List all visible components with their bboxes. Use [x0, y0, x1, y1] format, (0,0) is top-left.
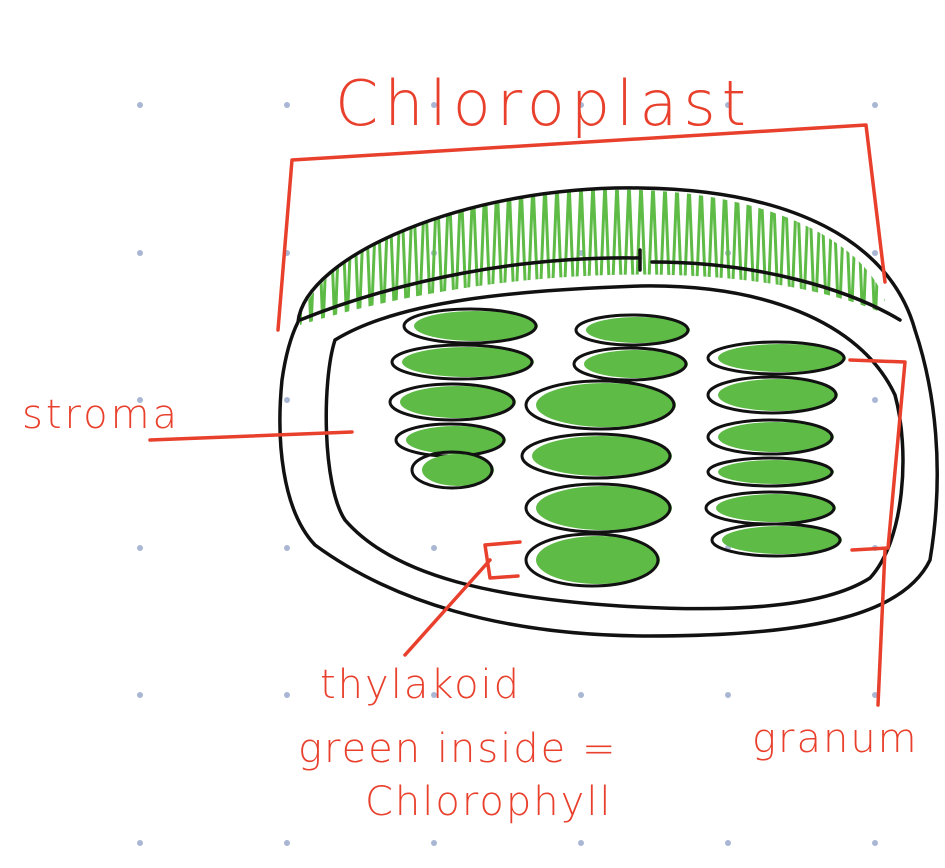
grid-dot: [725, 102, 731, 108]
hatch-stroke: [300, 189, 885, 325]
thylakoid-disc: [710, 522, 842, 558]
grid-dot: [431, 545, 437, 551]
grana-stacks: [388, 307, 846, 588]
thylakoid-disc: [410, 450, 494, 490]
grid-dot: [872, 250, 878, 256]
thylakoid-fill: [722, 526, 842, 554]
thylakoid-fill: [716, 494, 836, 522]
thylakoid-disc: [706, 340, 846, 376]
thylakoid-label: thylakoid: [320, 662, 521, 708]
thylakoid-fill: [584, 350, 688, 378]
grid-dot: [284, 545, 290, 551]
thylakoid-disc: [390, 343, 534, 381]
thylakoid-disc: [524, 482, 672, 534]
thylakoid-fill: [718, 460, 834, 484]
outer-membrane-inner-line: [298, 256, 902, 322]
thylakoid-disc: [402, 307, 538, 345]
thylakoid-fill: [536, 383, 676, 427]
thylakoid-fill: [536, 536, 660, 584]
grid-dot: [284, 840, 290, 846]
grid-dot: [137, 545, 143, 551]
thylakoid-fill: [402, 347, 534, 377]
thylakoid-fill: [532, 436, 672, 476]
thylakoid-disc: [524, 379, 676, 431]
grid-dot: [431, 692, 437, 698]
thylakoid-fill: [422, 454, 494, 486]
title-label: Chloroplast: [335, 67, 752, 140]
thylakoid-pointer: [403, 558, 492, 657]
grid-dot: [725, 840, 731, 846]
thylakoid-fill: [406, 426, 506, 454]
thylakoid-disc: [520, 432, 672, 480]
thylakoid-disc: [574, 313, 690, 347]
grid-dot: [137, 692, 143, 698]
grid-dot: [137, 250, 143, 256]
note-line1-label: green inside =: [298, 726, 618, 772]
granum-pointer: [876, 548, 887, 707]
thylakoid-fill: [718, 344, 846, 372]
inner-membrane: [324, 284, 905, 611]
granum-label: granum: [752, 716, 919, 762]
outer-membrane: [278, 186, 939, 638]
grid-dot: [578, 840, 584, 846]
grid-dot: [725, 692, 731, 698]
thylakoid-fill: [586, 317, 690, 343]
thylakoid-disc: [706, 418, 834, 456]
thylakoid-fill: [414, 311, 538, 341]
thylakoid-disc: [572, 346, 688, 382]
stroma-label: stroma: [22, 392, 180, 438]
grid-dot: [872, 692, 878, 698]
grid-dot: [431, 840, 437, 846]
annotations: [148, 123, 907, 707]
grid-dot: [872, 102, 878, 108]
grid-dot: [137, 397, 143, 403]
thylakoid-fill: [536, 486, 672, 530]
thylakoid-fill: [718, 379, 838, 411]
chloroplast-outline: [278, 186, 939, 638]
thylakoid-disc: [524, 532, 660, 588]
thylakoid-fill: [400, 386, 516, 418]
grid-dot: [284, 102, 290, 108]
grid-dot: [578, 692, 584, 698]
grid-dot: [578, 102, 584, 108]
chloroplast-bracket: [276, 123, 887, 332]
note-line2-label: Chlorophyll: [365, 779, 613, 825]
grid-dot: [284, 397, 290, 403]
thylakoid-fill: [718, 422, 834, 452]
grid-dot: [872, 840, 878, 846]
stroma-pointer: [148, 430, 354, 442]
grid-dot: [137, 102, 143, 108]
grid-dot: [137, 840, 143, 846]
grid-dot: [872, 397, 878, 403]
granum-bracket: [848, 358, 907, 552]
grid-dot: [284, 692, 290, 698]
thylakoid-disc: [706, 456, 834, 488]
thylakoid-disc: [706, 375, 838, 415]
grid-dot: [431, 102, 437, 108]
membrane-hatching: [300, 189, 885, 325]
thylakoid-disc: [388, 382, 516, 422]
